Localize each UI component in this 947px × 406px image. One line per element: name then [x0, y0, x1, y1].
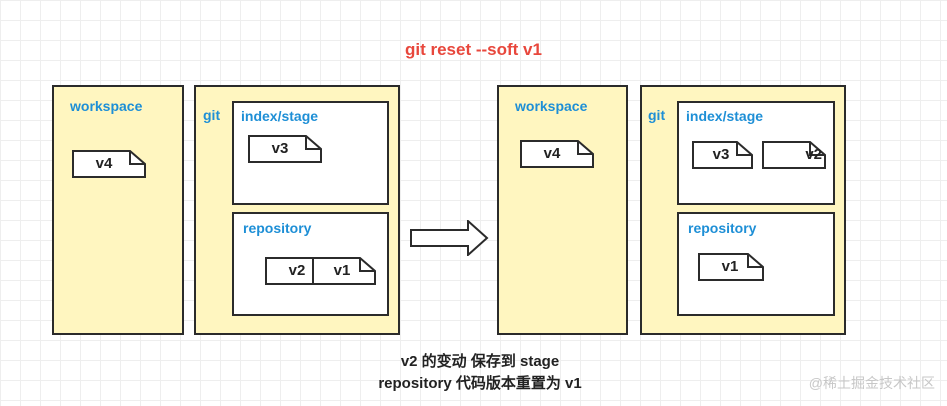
file-icon: [762, 141, 826, 169]
file-icon: [312, 257, 376, 285]
right-git-label: git: [648, 107, 666, 123]
file-icon: [248, 135, 322, 163]
file-label: v2: [805, 146, 822, 163]
left-workspace-label: workspace: [70, 98, 143, 114]
left-index-label: index/stage: [241, 108, 319, 124]
left-workspace-panel: [52, 85, 184, 335]
caption-line-1: v2 的变动 保存到 stage: [400, 353, 560, 370]
left-index-file-v3: v3: [248, 135, 323, 163]
right-repository-label: repository: [688, 220, 757, 236]
file-label: v1: [721, 258, 739, 275]
file-label: v1: [333, 262, 351, 279]
right-index-label: index/stage: [686, 108, 764, 124]
caption-line-2: repository 代码版本重置为 v1: [378, 375, 582, 392]
right-index-file-v3: v3: [692, 141, 767, 169]
left-repo-file-v1: v1: [312, 257, 387, 285]
diagram-title: git reset --soft v1: [405, 40, 542, 59]
right-workspace-label: workspace: [515, 98, 588, 114]
file-label: v4: [95, 155, 113, 172]
right-repo-file-v1: v1: [698, 253, 773, 281]
right-workspace-file-v4: v4: [520, 140, 595, 168]
file-icon: [72, 150, 146, 178]
file-label: v4: [543, 145, 561, 162]
transition-arrow-icon: [410, 218, 490, 261]
left-git-label: git: [203, 107, 221, 123]
file-label: v2: [288, 262, 306, 279]
left-workspace-file-v4: v4: [72, 150, 147, 178]
left-repository-label: repository: [243, 220, 312, 236]
file-label: v3: [271, 140, 289, 157]
right-workspace-panel: [497, 85, 628, 335]
file-icon: [698, 253, 764, 281]
watermark: @稀土掘金技术社区: [808, 375, 935, 391]
file-icon: [692, 141, 753, 169]
file-label: v3: [712, 146, 730, 163]
file-icon: [520, 140, 594, 168]
right-index-file-v2: v2: [762, 141, 837, 169]
